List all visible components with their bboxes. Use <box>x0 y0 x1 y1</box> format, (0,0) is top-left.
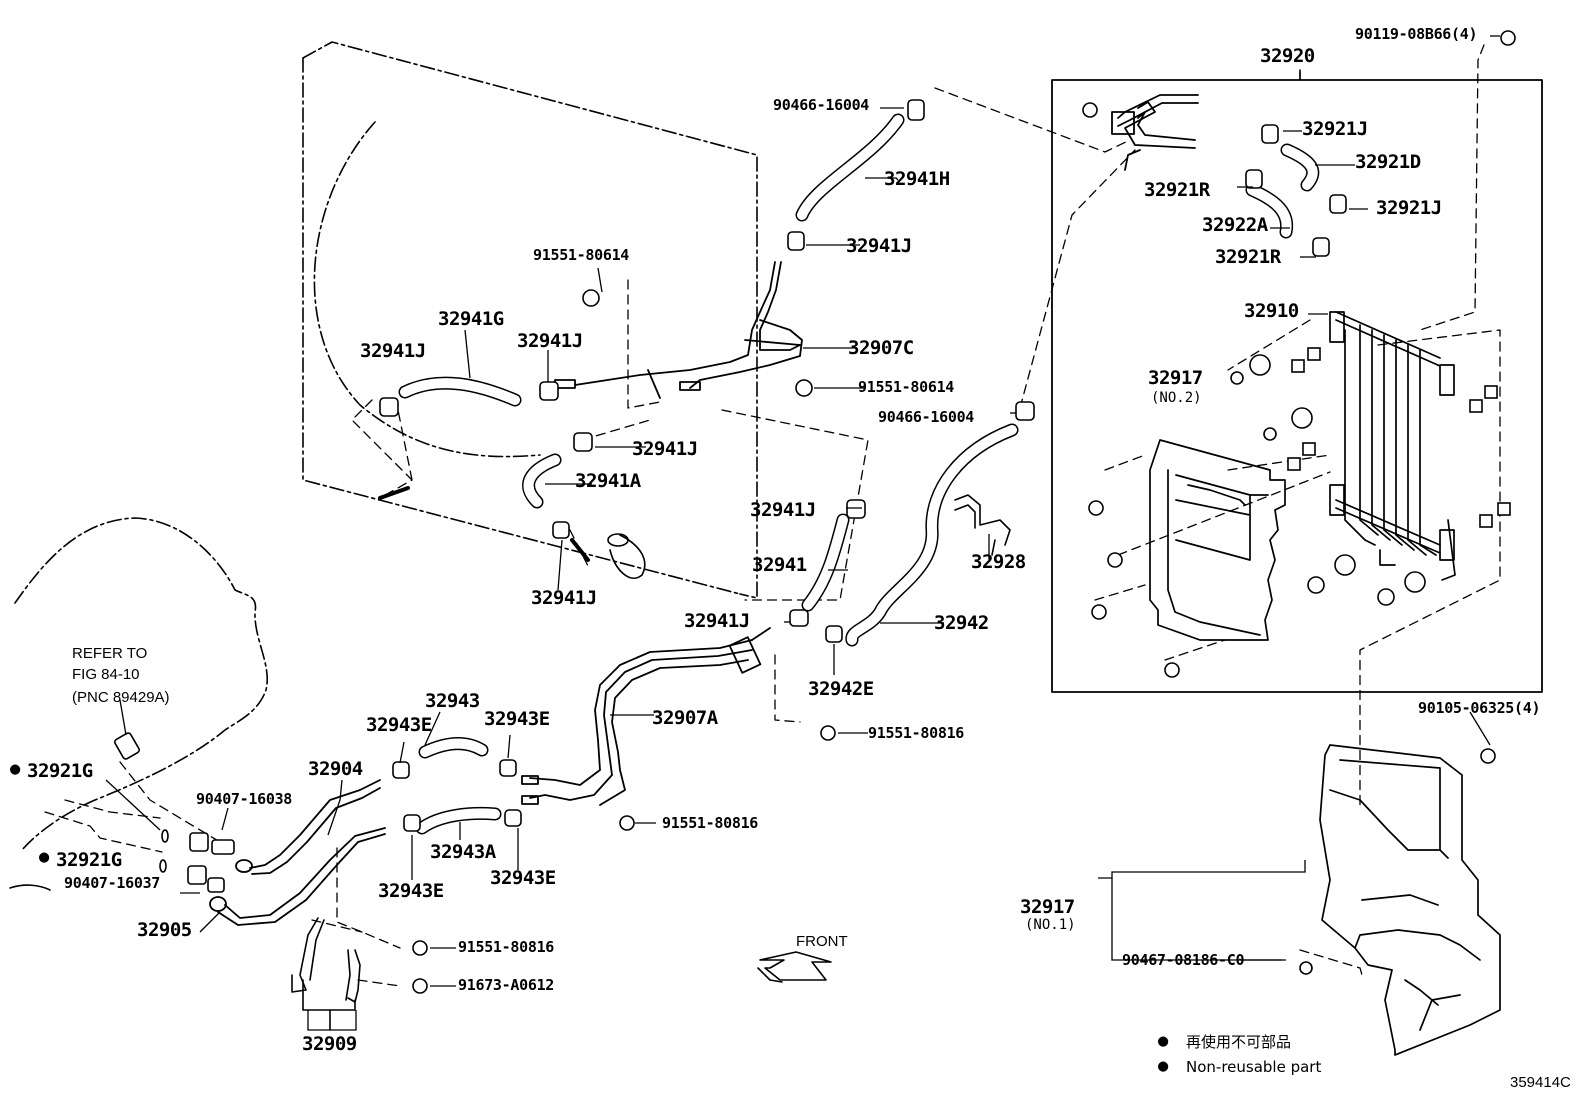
clamps-and-bolts <box>114 30 1516 994</box>
part-label-91673-A0612: 91673-A0612 <box>458 976 555 994</box>
part-label-32943E-bottom-right: 32943E <box>490 867 556 889</box>
oil-cooler-32910 <box>1329 311 1456 581</box>
legend-japanese-text: 再使用不可部品 <box>1186 1033 1292 1051</box>
part-label-32920: 32920 <box>1260 45 1315 67</box>
hose-32941 <box>801 513 850 612</box>
part-label-90407-16038: 90407-16038 <box>196 790 293 808</box>
hose-32941A <box>522 453 562 509</box>
hose-32922A <box>1245 183 1294 239</box>
legend-marker-japanese: ● <box>1158 1031 1169 1051</box>
part-label-32907C: 32907C <box>848 337 914 359</box>
pipe-32904 <box>235 779 381 875</box>
part-label-32941A: 32941A <box>575 470 641 492</box>
refer-note-line1: REFER TO <box>72 645 148 662</box>
part-label-32905: 32905 <box>137 919 192 941</box>
legend-marker-english: ● <box>1158 1056 1169 1076</box>
part-label-32917-no2-sub: (NO.2) <box>1151 390 1202 406</box>
part-label-90467-08186-C0: 90467-08186-C0 <box>1122 951 1245 969</box>
pipe-32907A <box>521 627 771 806</box>
part-label-32921J-top: 32921J <box>1302 118 1368 140</box>
part-label-32943A: 32943A <box>430 841 496 863</box>
part-label-32921G-upper: 32921G <box>27 760 93 782</box>
dashed-leaders <box>44 44 1501 987</box>
transmission-outline <box>14 517 268 851</box>
air-duct-no2 <box>1149 439 1286 641</box>
radiator-outlet <box>607 533 646 579</box>
part-label-32921R-bottom: 32921R <box>1215 246 1281 268</box>
part-label-91551-80816-right: 91551-80816 <box>868 724 965 742</box>
part-label-91551-80816-middle: 91551-80816 <box>662 814 759 832</box>
part-label-32943E-left: 32943E <box>366 714 432 736</box>
part-label-32917-no2: 32917 <box>1148 367 1203 389</box>
part-label-32942E: 32942E <box>808 678 874 700</box>
part-label-32917-no1: 32917 <box>1020 896 1075 918</box>
part-label-32943E-bottom-left: 32943E <box>378 880 444 902</box>
figure-code: 359414C <box>1510 1074 1571 1091</box>
part-label-32941J-center: 32941J <box>632 438 698 460</box>
part-label-91551-80614-mid: 91551-80614 <box>858 378 955 396</box>
bracket-32909 <box>291 917 361 1031</box>
part-label-32941H: 32941H <box>884 168 950 190</box>
front-direction-label: FRONT <box>796 933 848 950</box>
part-label-32941J-left: 32941J <box>360 340 426 362</box>
part-label-32941J-middle: 32941J <box>517 330 583 352</box>
part-label-32941G: 32941G <box>438 308 504 330</box>
hose-32941H <box>795 113 905 222</box>
refer-note-line3: (PNC 89429A) <box>72 689 170 706</box>
bracket-32928 <box>954 494 1011 556</box>
pipe-32907C <box>554 261 803 399</box>
part-label-32921G-lower: 32921G <box>56 849 122 871</box>
part-label-32910: 32910 <box>1244 300 1299 322</box>
part-label-32941: 32941 <box>752 554 807 576</box>
kit-box-32920 <box>1051 79 1543 693</box>
part-label-32941J-upper: 32941J <box>846 235 912 257</box>
part-label-90105-06325: 90105-06325(4) <box>1418 699 1541 717</box>
non-reusable-marker-2: ● <box>39 847 50 867</box>
part-label-32941J-lower: 32941J <box>684 610 750 632</box>
part-label-32921D: 32921D <box>1355 151 1421 173</box>
part-label-32917-no1-sub: (NO.1) <box>1025 917 1076 933</box>
part-label-32943E-right: 32943E <box>484 708 550 730</box>
radiator-outline <box>302 41 758 599</box>
part-label-32904: 32904 <box>308 758 363 780</box>
part-label-32942: 32942 <box>934 612 989 634</box>
hose-32942 <box>845 423 1019 647</box>
hose-32943 <box>418 737 489 759</box>
part-label-32922A: 32922A <box>1202 214 1268 236</box>
part-label-90466-16004-top: 90466-16004 <box>773 96 870 114</box>
part-label-32909: 32909 <box>302 1033 357 1055</box>
refer-note-line2: FIG 84-10 <box>72 666 140 683</box>
non-reusable-marker-1: ● <box>10 759 21 779</box>
part-label-32907A: 32907A <box>652 707 718 729</box>
part-label-32941J-right: 32941J <box>750 499 816 521</box>
hose-32921D <box>1280 143 1320 192</box>
front-arrow <box>757 951 832 983</box>
part-label-32943: 32943 <box>425 690 480 712</box>
hose-32943A <box>415 806 502 835</box>
leader-lines <box>105 35 1500 1031</box>
part-label-90119-08B66: 90119-08B66(4) <box>1355 25 1478 43</box>
hose-32941G <box>398 376 522 407</box>
part-label-32921R-top: 32921R <box>1144 179 1210 201</box>
part-label-90466-16004-mid: 90466-16004 <box>878 408 975 426</box>
part-label-32928: 32928 <box>971 551 1026 573</box>
part-label-90407-16037: 90407-16037 <box>64 874 161 892</box>
part-label-91551-80614-top: 91551-80614 <box>533 246 630 264</box>
pipe-32905 <box>209 827 386 926</box>
legend-english-text: Non-reusable part <box>1186 1058 1322 1076</box>
kit-pipes <box>1111 94 1199 171</box>
part-label-32941J-lower-left: 32941J <box>531 587 597 609</box>
transmission-edge <box>9 884 51 891</box>
part-label-32921J-mid: 32921J <box>1376 197 1442 219</box>
part-label-91551-80816-bottom: 91551-80816 <box>458 938 555 956</box>
air-duct-no1 <box>1319 744 1501 1056</box>
